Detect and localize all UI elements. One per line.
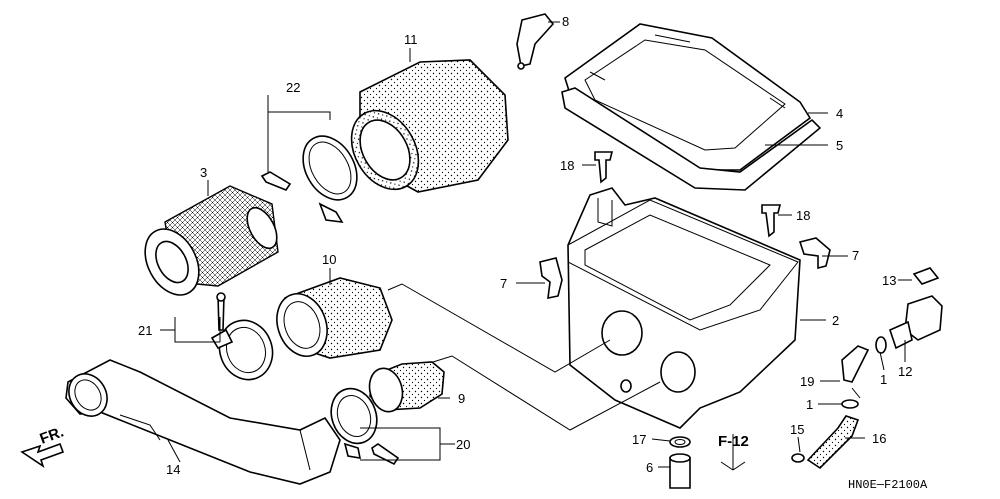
callout-14: 14 [166,462,180,477]
callout-4: 4 [836,106,843,121]
callout-7-right: 7 [852,248,859,263]
part-21-clamp-band [210,319,274,381]
part-16-drain-tube [806,415,860,470]
part-1-clip-ring-lower [841,399,859,409]
part-7-clip-left [539,257,563,300]
part-22-screw [260,171,292,191]
part-15-clip [791,453,805,463]
part-9-intake-tube [368,361,445,413]
callout-12: 12 [898,364,912,379]
part-21-screw [216,292,226,331]
callout-17: 17 [632,432,646,447]
part-20-screw [371,443,400,466]
part-2-case [567,187,801,429]
part-14-duct [65,359,341,485]
part-5-gasket [561,87,822,191]
callout-16: 16 [872,431,886,446]
part-18-clip-upper [594,151,614,184]
part-18-clip-lower [761,204,782,238]
callout-18-upper: 18 [560,158,574,173]
callout-2: 2 [832,313,839,328]
callout-6: 8 [562,14,569,29]
part-22-clamp-band [302,135,358,223]
front-direction-label: FR. [38,424,67,448]
part-20-clamp-band [330,387,378,459]
figure-code: HN0E─F2100A [848,478,928,492]
callout-19: 19 [800,374,814,389]
callout-20: 20 [456,437,470,452]
callout-1-upper: 1 [880,372,887,387]
part-12-drain-joint [889,295,943,350]
part-1-clip-ring-upper [875,336,887,354]
callout-8: 6 [646,460,653,475]
callout-5: 5 [836,138,843,153]
callout-22: 22 [286,80,300,95]
part-3-filter-element [144,185,279,296]
leader-lines [160,21,912,471]
callout-13: 13 [882,273,896,288]
part-6-bracket [516,13,555,70]
part-13-cap [912,267,940,285]
part-17-o-ring [669,436,691,448]
callout-9: 9 [458,391,465,406]
callout-labels: 8 11 22 4 5 18 3 18 7 10 7 13 2 21 12 1 … [138,14,912,477]
front-direction-arrow [20,442,65,468]
callout-15: 15 [790,422,804,437]
part-11-foam-filter [350,59,509,193]
callout-18-lower: 18 [796,208,810,223]
callout-21: 21 [138,323,152,338]
part-7-clip-right [798,237,831,270]
reference-section-label: F-12 [718,433,749,450]
part-19-drain-tube [841,345,870,383]
callout-7-left: 7 [500,276,507,291]
callout-10: 10 [322,252,336,267]
part-10-connecting-tube [276,277,393,359]
callout-11: 11 [404,32,418,47]
callout-3: 3 [200,165,207,180]
part-8-drain-stub [669,453,691,489]
callout-1-lower: 1 [806,397,813,412]
